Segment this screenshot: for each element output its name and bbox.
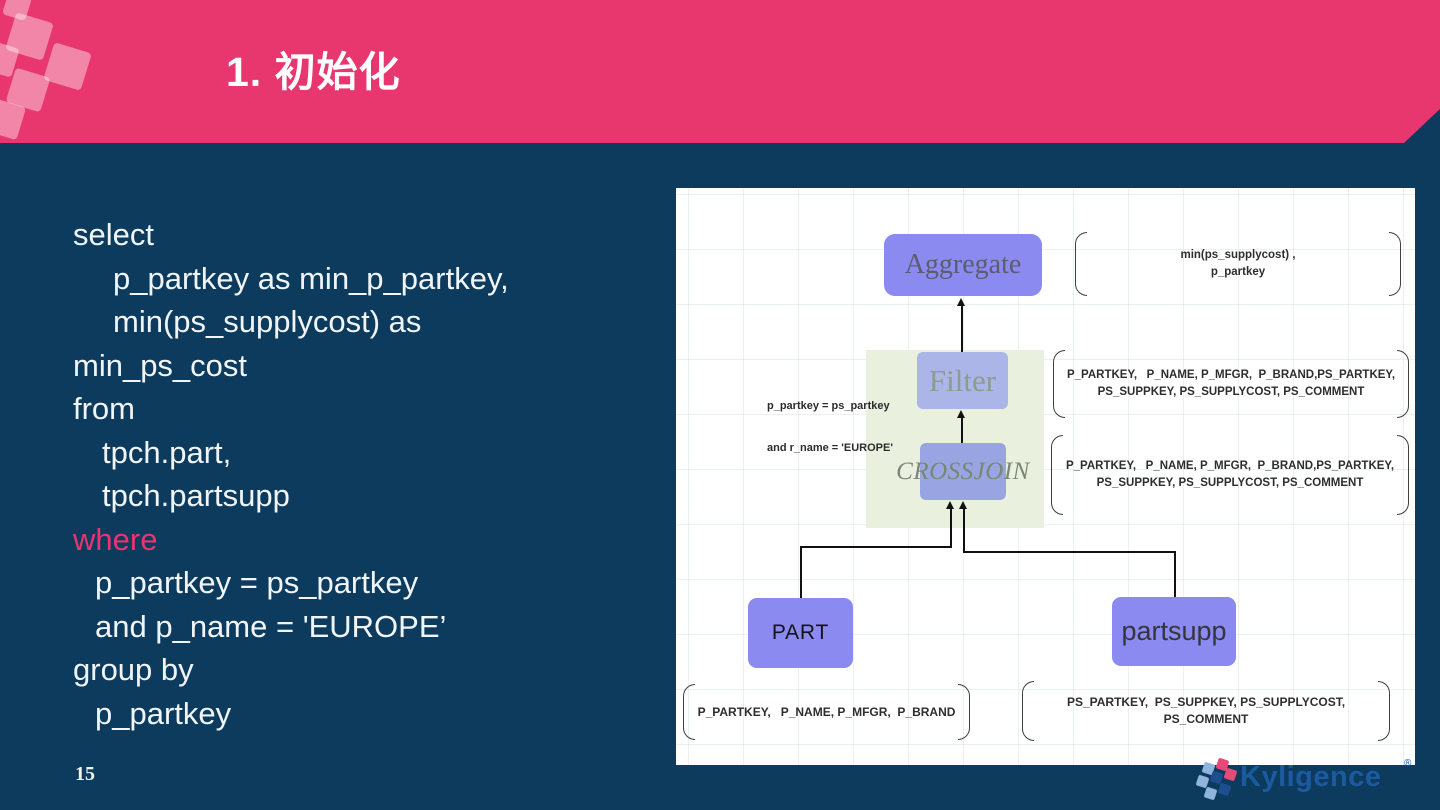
logo-diamond-icon — [1223, 767, 1238, 782]
left-bracket-icon — [1022, 681, 1034, 741]
page-number: 15 — [75, 763, 95, 785]
arrow-up-icon — [957, 410, 965, 418]
filter-output-bracket: P_PARTKEY, P_NAME, P_MFGR, P_BRAND,PS_PA… — [1053, 350, 1409, 418]
logo-diamond-icon — [1217, 782, 1232, 797]
arrow-up-icon — [957, 298, 965, 306]
sql-line: p_partkey as min_p_partkey, — [113, 260, 509, 296]
arrow-up-icon — [946, 501, 954, 509]
right-bracket-icon — [1389, 232, 1401, 296]
part-table-label: PART — [771, 621, 830, 644]
filter-node-label: Filter — [928, 362, 997, 398]
left-bracket-icon — [1051, 435, 1063, 515]
connector-line — [1174, 551, 1176, 597]
partsupp-columns-bracket: PS_PARTKEY, PS_SUPPKEY, PS_SUPPLYCOST, P… — [1022, 681, 1390, 741]
sql-line: and p_name = 'EUROPE’ — [95, 608, 447, 644]
sql-line: group by — [73, 652, 194, 687]
sql-line: tpch.part, — [102, 434, 232, 470]
sql-line: min_ps_cost — [73, 347, 248, 383]
query-plan-diagram: Aggregate Filter CROSSJOIN PART partsupp… — [676, 188, 1415, 765]
sql-line: p_partkey — [95, 695, 232, 731]
left-bracket-icon — [683, 684, 695, 740]
brand-name: Kyligence — [1240, 761, 1382, 793]
connector-line — [950, 508, 952, 547]
left-bracket-icon — [1075, 232, 1087, 296]
part-columns-bracket: P_PARTKEY, P_NAME, P_MFGR, P_BRAND — [683, 684, 970, 740]
connector-line — [961, 305, 963, 352]
partsupp-table-label: partsupp — [1121, 616, 1227, 646]
arrow-up-icon — [959, 501, 967, 509]
sql-line: from — [73, 391, 135, 426]
crossjoin-output-bracket: P_PARTKEY, P_NAME, P_MFGR, P_BRAND,PS_PA… — [1051, 435, 1409, 515]
sql-line: min(ps_supplycost) as — [113, 304, 422, 339]
part-table-node: PART — [748, 598, 853, 668]
sql-line-where-keyword: where — [73, 521, 158, 557]
slide-title: 1. 初始化 — [226, 49, 401, 95]
left-bracket-icon — [1053, 350, 1065, 418]
connector-line — [961, 417, 963, 443]
aggregate-node-label: Aggregate — [904, 249, 1022, 280]
sql-line: select — [73, 217, 154, 252]
kyligence-logo: Kyligence ® — [1195, 756, 1426, 804]
right-bracket-icon — [1397, 350, 1409, 418]
decor-diamond — [43, 42, 92, 91]
right-bracket-icon — [958, 684, 970, 740]
filter-node: Filter — [917, 352, 1008, 409]
aggregate-node: Aggregate — [884, 234, 1042, 296]
filter-condition-label: p_partkey = ps_partkey and r_name = 'EUR… — [767, 400, 893, 454]
sql-code-block: select p_partkey as min_p_partkey, min(p… — [73, 213, 673, 735]
aggregate-output-bracket: min(ps_supplycost) , p_partkey — [1075, 232, 1401, 296]
partsupp-table-node: partsupp — [1112, 597, 1236, 666]
connector-line — [800, 546, 802, 598]
registered-mark: ® — [1404, 758, 1412, 769]
logo-diamond-icon — [1203, 786, 1218, 801]
connector-line — [963, 508, 965, 552]
right-bracket-icon — [1378, 681, 1390, 741]
right-bracket-icon — [1397, 435, 1409, 515]
sql-line: p_partkey = ps_partkey — [95, 565, 419, 600]
header-band: 1. 初始化 — [0, 0, 1440, 143]
connector-line — [963, 551, 1175, 553]
sql-line: tpch.partsupp — [102, 478, 290, 513]
crossjoin-node-label: CROSSJOIN — [896, 457, 1030, 485]
crossjoin-node: CROSSJOIN — [896, 443, 1029, 500]
connector-line — [800, 546, 952, 548]
